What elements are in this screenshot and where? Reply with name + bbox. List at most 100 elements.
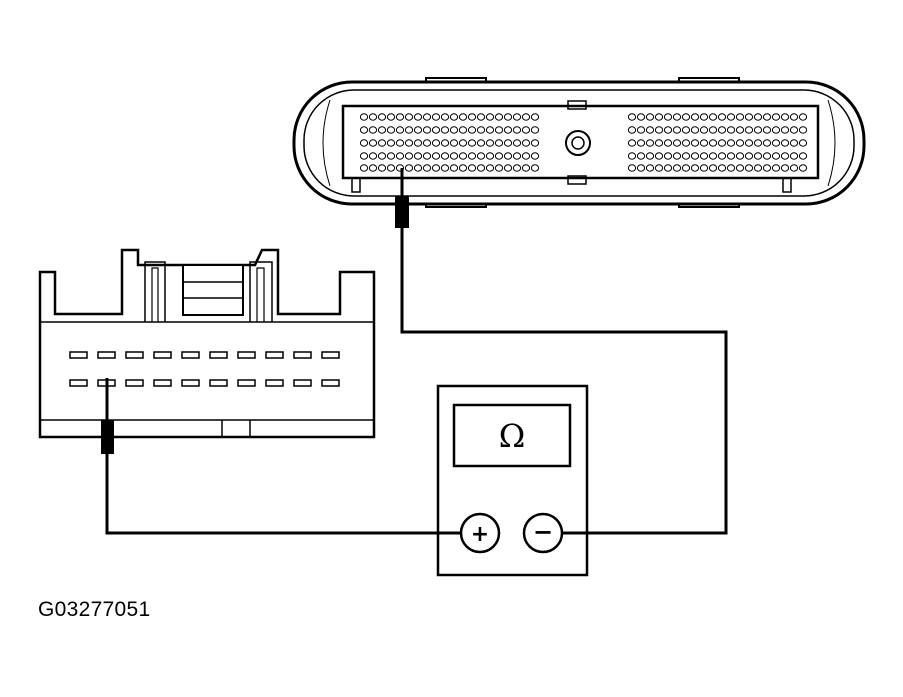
ecu-pin (681, 139, 691, 147)
ecu-pin (512, 164, 522, 172)
ecu-pin (753, 152, 763, 160)
ecu-pin (744, 126, 754, 134)
ecu-pin (753, 164, 763, 172)
ecu-pin (672, 113, 682, 121)
ecu-pin (753, 126, 763, 134)
ecu-pin (476, 113, 486, 121)
harness-terminal (125, 379, 144, 387)
ecu-pin (512, 152, 522, 160)
negative-lead (400, 225, 728, 535)
ecu-pin (789, 113, 799, 121)
ecu-pin (708, 126, 718, 134)
ecu-pin (512, 113, 522, 121)
ecu-pin (422, 152, 432, 160)
ecu-pin (476, 139, 486, 147)
ecu-pin (467, 164, 477, 172)
ecu-pin (368, 152, 378, 160)
harness-terminal (293, 379, 312, 387)
ecu-pin (744, 139, 754, 147)
ecu-pin (672, 164, 682, 172)
ecu-pin (449, 126, 459, 134)
ecu-pin (654, 164, 664, 172)
ecu-pin (530, 113, 540, 121)
ecu-pin (467, 113, 477, 121)
ecu-pin (413, 164, 423, 172)
ecu-pin (422, 126, 432, 134)
ecu-pin (627, 126, 637, 134)
ecu-pin (780, 126, 790, 134)
harness-terminal (153, 351, 172, 359)
ecu-pin (512, 126, 522, 134)
ecu-pin (798, 164, 808, 172)
test-leads (101, 168, 728, 535)
negative-probe (395, 196, 409, 228)
ecu-pin (726, 113, 736, 121)
ecu-pin (798, 126, 808, 134)
ecu-pin (413, 113, 423, 121)
ecu-pin (386, 139, 396, 147)
ecu-pin (780, 139, 790, 147)
negative-symbol: − (533, 518, 553, 546)
ecu-pin (699, 126, 709, 134)
ecu-pin (494, 164, 504, 172)
ecu-pin (708, 113, 718, 121)
ecu-pin (395, 152, 405, 160)
ecu-pin (636, 126, 646, 134)
ecu-pin (663, 152, 673, 160)
ecu-pin (636, 164, 646, 172)
ecu-pin (762, 164, 772, 172)
ecu-pin (449, 113, 459, 121)
ecu-pin (726, 152, 736, 160)
ecu-pin (431, 113, 441, 121)
ohmmeter[interactable]: Ω + − (436, 384, 589, 577)
ecu-pin (377, 126, 387, 134)
ecu-pin (672, 152, 682, 160)
harness-terminal (69, 351, 88, 359)
ecu-pin (521, 139, 531, 147)
harness-terminal (69, 379, 88, 387)
ecu-pin (771, 126, 781, 134)
ecu-pin (458, 126, 468, 134)
ecu-pin (798, 152, 808, 160)
ecu-pin (359, 152, 369, 160)
ecu-pin (690, 152, 700, 160)
ecu-pin (708, 152, 718, 160)
harness-terminal (321, 379, 340, 387)
ecu-pin (503, 139, 513, 147)
harness-terminal (293, 351, 312, 359)
ecu-pin (530, 126, 540, 134)
ecu-pin (494, 139, 504, 147)
harness-terminal (153, 379, 172, 387)
ecu-pin (395, 139, 405, 147)
ecu-pin (681, 152, 691, 160)
ecu-pin (440, 126, 450, 134)
harness-terminal (209, 351, 228, 359)
ecu-pin (780, 152, 790, 160)
ecu-pin (485, 126, 495, 134)
ecu-pin (708, 139, 718, 147)
ecu-pin (476, 126, 486, 134)
ecu-pin (485, 164, 495, 172)
ecu-pin (798, 113, 808, 121)
ecu-pin (708, 164, 718, 172)
ecu-pin (663, 113, 673, 121)
ecu-pin (762, 152, 772, 160)
ecu-pin (440, 113, 450, 121)
ecu-pin (717, 164, 727, 172)
ecu-pin (449, 164, 459, 172)
ecu-pin (431, 152, 441, 160)
ecu-pin (440, 139, 450, 147)
ecu-pin (636, 139, 646, 147)
ecu-pin (530, 139, 540, 147)
ecu-pin (404, 139, 414, 147)
ecu-pin (521, 126, 531, 134)
ecu-pin (789, 139, 799, 147)
ecu-pin (377, 152, 387, 160)
ecu-pin (717, 126, 727, 134)
ecu-pin (681, 126, 691, 134)
ecu-pin (359, 164, 369, 172)
ecu-pin (404, 126, 414, 134)
ecu-pin (699, 164, 709, 172)
ecu-pin (663, 164, 673, 172)
ecu-pin (771, 139, 781, 147)
